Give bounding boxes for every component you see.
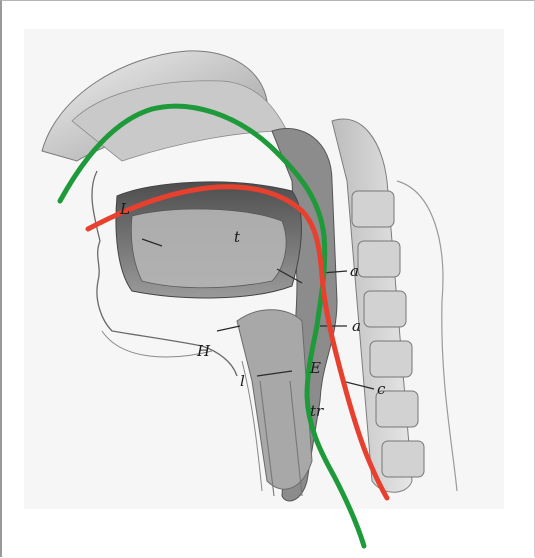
label-trachea: tr — [310, 402, 324, 420]
tongue — [131, 209, 286, 288]
label-esophagus: E — [309, 359, 321, 377]
label-pharynx-low: c — [377, 380, 386, 398]
label-tongue: t — [234, 228, 241, 246]
label-larynx: l — [240, 372, 245, 390]
label-pharynx-upper: a — [350, 262, 359, 280]
label-palate: L — [119, 200, 130, 218]
label-hyoid: H — [196, 342, 211, 360]
label-pharynx-mid: a — [352, 317, 361, 335]
